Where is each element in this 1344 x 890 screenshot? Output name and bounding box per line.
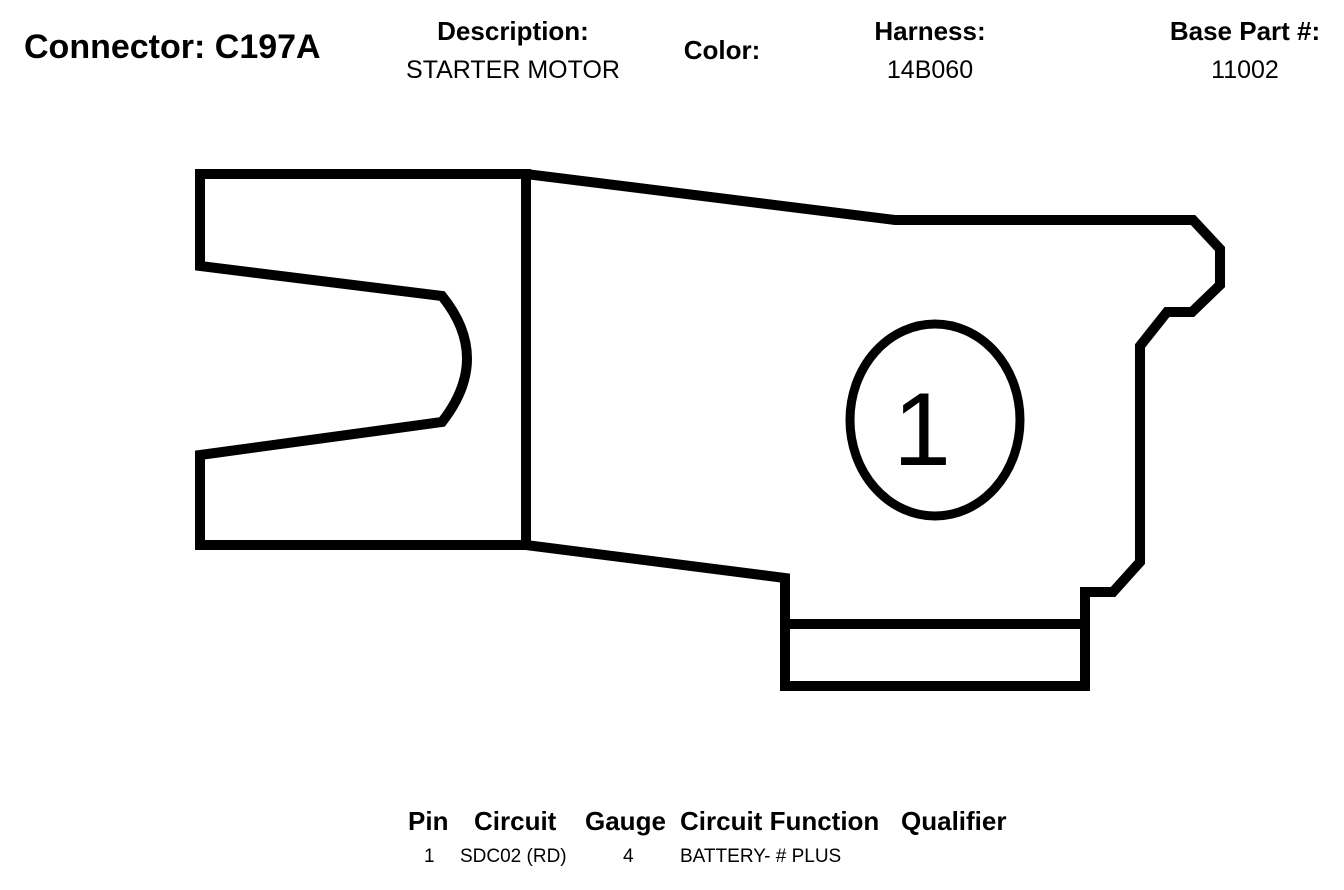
pin-number-1: 1: [893, 372, 951, 488]
description-value: STARTER MOTOR: [406, 56, 620, 84]
connector-outline: [195, 169, 1225, 691]
header-pin: Pin: [408, 806, 449, 836]
connector-title: Connector: C197A: [24, 28, 321, 66]
header-gauge: Gauge: [585, 806, 666, 836]
row-gauge: 4: [623, 846, 634, 867]
pin-circle: [845, 319, 1025, 521]
header-circuit: Circuit: [474, 806, 557, 836]
description-label: Description:: [437, 16, 589, 46]
base-part-label: Base Part #:: [1169, 16, 1321, 46]
row-circuit: SDC02 (RD): [460, 846, 567, 867]
header-qualifier: Qualifier: [901, 806, 1007, 836]
header-circuit-function: Circuit Function: [680, 806, 880, 836]
base-part-value: 11002: [1211, 56, 1279, 84]
row-function: BATTERY- # PLUS: [680, 846, 842, 867]
harness-value: 14B060: [886, 56, 974, 84]
pin-cavity-1: 1: [845, 319, 1025, 521]
color-label: Color:: [683, 35, 761, 65]
harness-label: Harness:: [874, 16, 986, 46]
row-pin: 1: [424, 846, 435, 867]
